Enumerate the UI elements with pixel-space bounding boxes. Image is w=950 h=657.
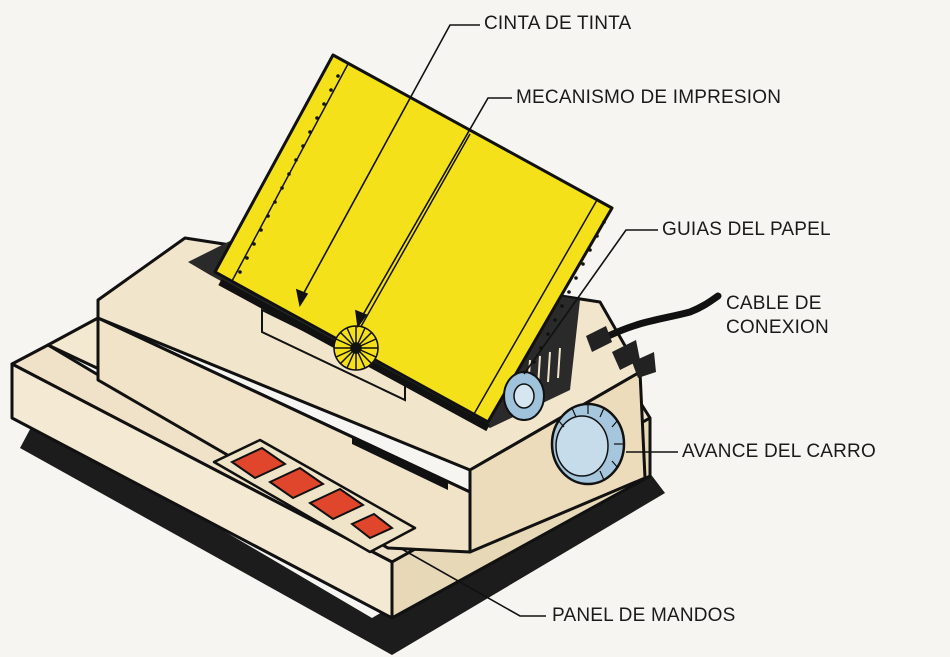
arrow-mecanismo	[355, 309, 368, 329]
panel-button-1	[230, 446, 287, 480]
front-slot	[352, 436, 448, 490]
platen-knob	[550, 402, 626, 486]
arrow-cinta	[295, 288, 309, 308]
label-cable-de-conexion: CABLE DE CONEXION	[726, 292, 829, 340]
leader-mecanismo	[359, 97, 512, 321]
paper-margin-left	[231, 63, 349, 282]
daisy-wheel	[333, 325, 379, 371]
label-guias-del-papel: GUIAS DEL PAPEL	[662, 219, 831, 240]
paper-fold	[349, 133, 471, 347]
label-mecanismo-de-impresion: MECANISMO DE IMPRESION	[516, 87, 782, 108]
label-cable-line1: CABLE DE	[726, 293, 822, 314]
connection-cable	[586, 292, 722, 378]
label-avance-del-carro: AVANCE DEL CARRO	[682, 441, 876, 462]
leader-cinta	[299, 24, 480, 301]
label-cinta-de-tinta: CINTA DE TINTA	[484, 13, 632, 34]
panel-button-3	[308, 487, 365, 521]
paper-sheet	[213, 53, 614, 424]
leader-guias	[523, 229, 658, 375]
paper-margin-right	[473, 199, 598, 415]
label-panel-de-mandos: PANEL DE MANDOS	[552, 605, 736, 626]
leader-panel	[399, 547, 546, 617]
label-cable-line2: CONEXION	[726, 317, 829, 338]
panel-button-2	[268, 466, 325, 500]
panel-button-4	[350, 512, 394, 540]
control-panel-buttons	[230, 446, 394, 540]
paper-guide-roller	[503, 371, 545, 421]
